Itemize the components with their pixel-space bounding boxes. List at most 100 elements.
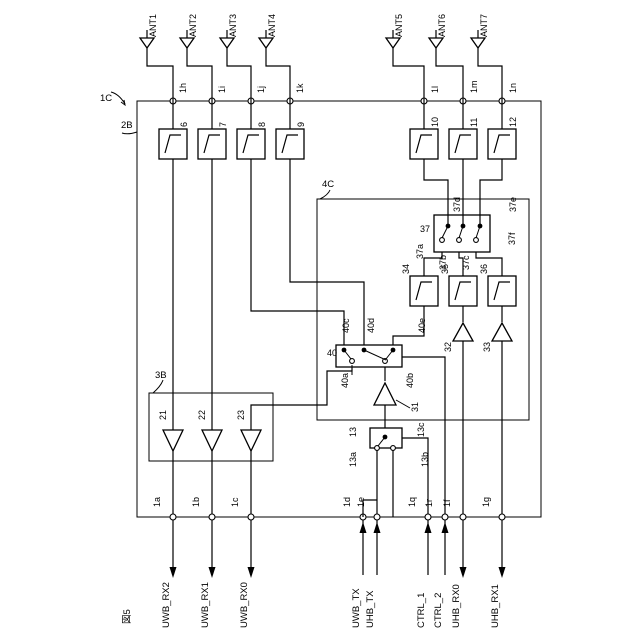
module-ref: 1C (100, 93, 112, 104)
filter-12: 12 (488, 117, 518, 159)
svg-text:37a: 37a (415, 244, 425, 259)
module-board (137, 101, 541, 517)
antenna-7: ANT7 (471, 14, 489, 48)
uhb-amp-33 (492, 323, 512, 341)
terminal-label: 1b (191, 497, 201, 507)
input-arrow-icon (374, 522, 381, 533)
antenna-label: ANT2 (188, 14, 198, 37)
antenna-label: ANT5 (394, 14, 404, 37)
antenna-icon (429, 38, 443, 48)
antenna-icon (180, 38, 194, 48)
svg-text:1l: 1l (430, 86, 440, 93)
terminal-pin (374, 514, 380, 520)
terminal-label: 1r (424, 499, 434, 507)
antenna-6: ANT6 (429, 14, 447, 48)
signal-label: CTRL_1 (416, 593, 427, 628)
signal-label: UWB_RX1 (200, 582, 211, 628)
terminal-pin (460, 514, 466, 520)
output-arrow-icon (209, 567, 216, 578)
mid-filter-group: 34 35 36 (401, 264, 516, 306)
ic3b-ref: 3B (155, 370, 167, 381)
switch-37-label: 37 (420, 224, 430, 234)
svg-text:40a: 40a (340, 373, 350, 388)
svg-text:33: 33 (482, 342, 492, 352)
antenna-label: ANT4 (267, 14, 277, 37)
filter-label: 11 (469, 118, 479, 127)
antenna-icon (140, 38, 154, 48)
terminal-pin (499, 514, 505, 520)
input-arrow-icon (425, 522, 432, 533)
filter-35: 35 (440, 264, 477, 306)
terminal-labels-top: 1h 1i 1j 1k 1l 1m 1n (178, 80, 518, 93)
svg-text:31: 31 (410, 402, 420, 412)
antenna-1: ANT1 (140, 14, 158, 48)
svg-text:1k: 1k (295, 83, 305, 93)
terminal-label: 1e (356, 497, 366, 507)
antenna-3: ANT3 (220, 14, 238, 48)
filter-label: 9 (296, 122, 306, 127)
uhb-amp-32 (453, 323, 473, 341)
svg-text:22: 22 (197, 410, 207, 420)
terminal-label: 1f (442, 499, 452, 507)
antenna-2: ANT2 (180, 14, 198, 48)
terminal-pin (425, 514, 431, 520)
antenna-icon (386, 38, 400, 48)
antenna-label: ANT6 (437, 14, 447, 37)
switch-37[interactable] (434, 215, 490, 252)
filter-label: 8 (257, 122, 267, 127)
top-filter-group: 6 7 8 9 10 11 12 (159, 117, 518, 159)
terminal-label: 1g (481, 497, 491, 507)
antenna-label: ANT1 (148, 14, 158, 37)
signal-label: UHB_TX (365, 590, 376, 628)
output-arrow-icon (460, 567, 467, 578)
svg-text:32: 32 (443, 342, 453, 352)
antenna-group: ANT1 ANT2 ANT3 ANT4 ANT5 ANT6 ANT7 (140, 14, 505, 104)
filter-6: 6 (159, 122, 189, 159)
signal-label: UWB_RX0 (239, 582, 250, 628)
antenna-icon (471, 38, 485, 48)
signal-label: UWB_TX (351, 588, 362, 628)
filter-8: 8 (237, 122, 267, 159)
terminal-pin (209, 514, 215, 520)
antenna-5: ANT5 (386, 14, 404, 48)
filter-label: 35 (440, 264, 450, 274)
filter-label: 12 (508, 117, 518, 127)
svg-text:37d: 37d (452, 197, 462, 212)
filter-label: 6 (179, 122, 189, 127)
signal-label: UHB_RX0 (451, 584, 462, 628)
svg-text:13c: 13c (416, 422, 426, 437)
svg-text:1m: 1m (469, 80, 479, 93)
ic-3b (149, 393, 273, 461)
filter-label: 7 (218, 122, 228, 127)
filter-label: 34 (401, 264, 411, 274)
lna-22 (202, 430, 222, 451)
terminal-label: 1q (407, 497, 417, 507)
filter-34: 34 (401, 264, 438, 306)
svg-text:1j: 1j (256, 86, 266, 93)
filter-7: 7 (198, 122, 228, 159)
terminal-label: 1d (342, 497, 352, 507)
svg-text:13: 13 (348, 427, 358, 437)
filter-11: 11 (449, 118, 479, 159)
svg-text:40: 40 (327, 348, 337, 358)
filter-9: 9 (276, 122, 306, 159)
signal-label: UWB_RX2 (161, 582, 172, 628)
filter-label: 36 (479, 264, 489, 274)
antenna-icon (220, 38, 234, 48)
signal-label: CTRL_2 (433, 593, 444, 628)
terminal-pin (170, 514, 176, 520)
input-arrow-icon (442, 522, 449, 533)
module-ref-arrow (111, 92, 125, 104)
antenna-icon (259, 38, 273, 48)
terminal-pin (248, 514, 254, 520)
svg-text:13a: 13a (348, 452, 358, 467)
svg-text:23: 23 (236, 410, 246, 420)
svg-text:37e: 37e (508, 197, 518, 212)
terminal-label: 1c (230, 497, 240, 507)
filter-label: 10 (430, 117, 440, 127)
board-ref: 2B (121, 120, 133, 131)
signal-label: UHB_RX1 (490, 584, 501, 628)
ic4c-ref: 4C (322, 179, 334, 190)
output-arrow-icon (499, 567, 506, 578)
